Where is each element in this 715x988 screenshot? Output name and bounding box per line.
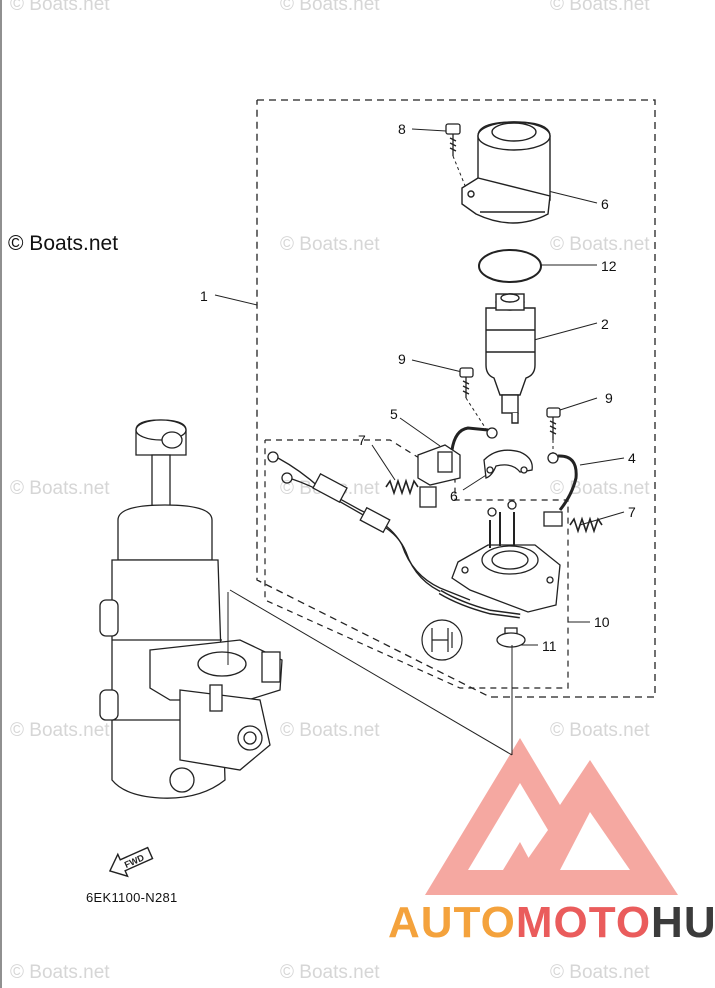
brand-logo-mark (425, 738, 678, 895)
callout-9-upper: 9 (398, 351, 406, 367)
callout-7-left: 7 (358, 432, 366, 448)
guide-line (452, 155, 467, 189)
assembly-boundary (256, 99, 656, 698)
brush-lead-part (543, 452, 578, 527)
copyright-label: © Boats.net (8, 232, 119, 255)
seal-detail-inset (421, 619, 463, 661)
callout-6: 6 (450, 488, 458, 504)
guide-line (465, 397, 489, 433)
watermark: © Boats.net (550, 962, 650, 983)
motor-part (461, 121, 551, 224)
brand-part-2: MOTO (515, 898, 652, 947)
spring-part-left (385, 478, 419, 496)
callout-12: 12 (601, 258, 617, 274)
callout-4: 4 (628, 450, 636, 466)
brand-wordmark: AUTOMOTOHUB (388, 898, 715, 948)
watermark: © Boats.net (10, 720, 110, 741)
housing-base-part (438, 500, 561, 619)
watermark: © Boats.net (280, 962, 380, 983)
watermark: © Boats.net (10, 478, 110, 499)
connector-lines (227, 589, 513, 756)
bolt-8 (445, 123, 461, 156)
callout-5: 5 (390, 406, 398, 422)
callout-9-right: 9 (605, 390, 613, 406)
spring-part-right (569, 516, 603, 534)
watermark: © Boats.net (10, 0, 110, 15)
bolt-9-right (546, 407, 561, 440)
watermark: © Boats.net (550, 0, 650, 15)
callout-7-right: 7 (628, 504, 636, 520)
watermark: © Boats.net (280, 0, 380, 15)
leader-lines (214, 128, 625, 646)
forward-arrow-icon: FWD (108, 846, 154, 878)
part-code-label: 6EK1100-N281 (86, 890, 178, 905)
callout-1: 1 (200, 288, 208, 304)
callout-3: 6 (601, 196, 609, 212)
pump-shaft-part (485, 293, 536, 424)
watermark: © Boats.net (280, 234, 380, 255)
brand-part-1: AUTO (388, 898, 516, 947)
bolt-9-upper (459, 367, 474, 398)
watermark: © Boats.net (280, 720, 380, 741)
brush-holder-part (417, 426, 498, 508)
callout-8: 8 (398, 121, 406, 137)
tilt-cylinder-part (99, 419, 283, 799)
brand-part-3: HUB (651, 898, 715, 947)
callout-11: 11 (542, 638, 557, 654)
wiring-harness (267, 451, 475, 607)
brush-plate-part (483, 449, 533, 479)
grommet-part (496, 627, 526, 648)
watermark: © Boats.net (550, 720, 650, 741)
callout-2: 2 (601, 316, 609, 332)
watermark: © Boats.net (10, 962, 110, 983)
watermark: © Boats.net (550, 234, 650, 255)
o-ring-part (478, 249, 542, 283)
callout-10: 10 (594, 614, 610, 630)
